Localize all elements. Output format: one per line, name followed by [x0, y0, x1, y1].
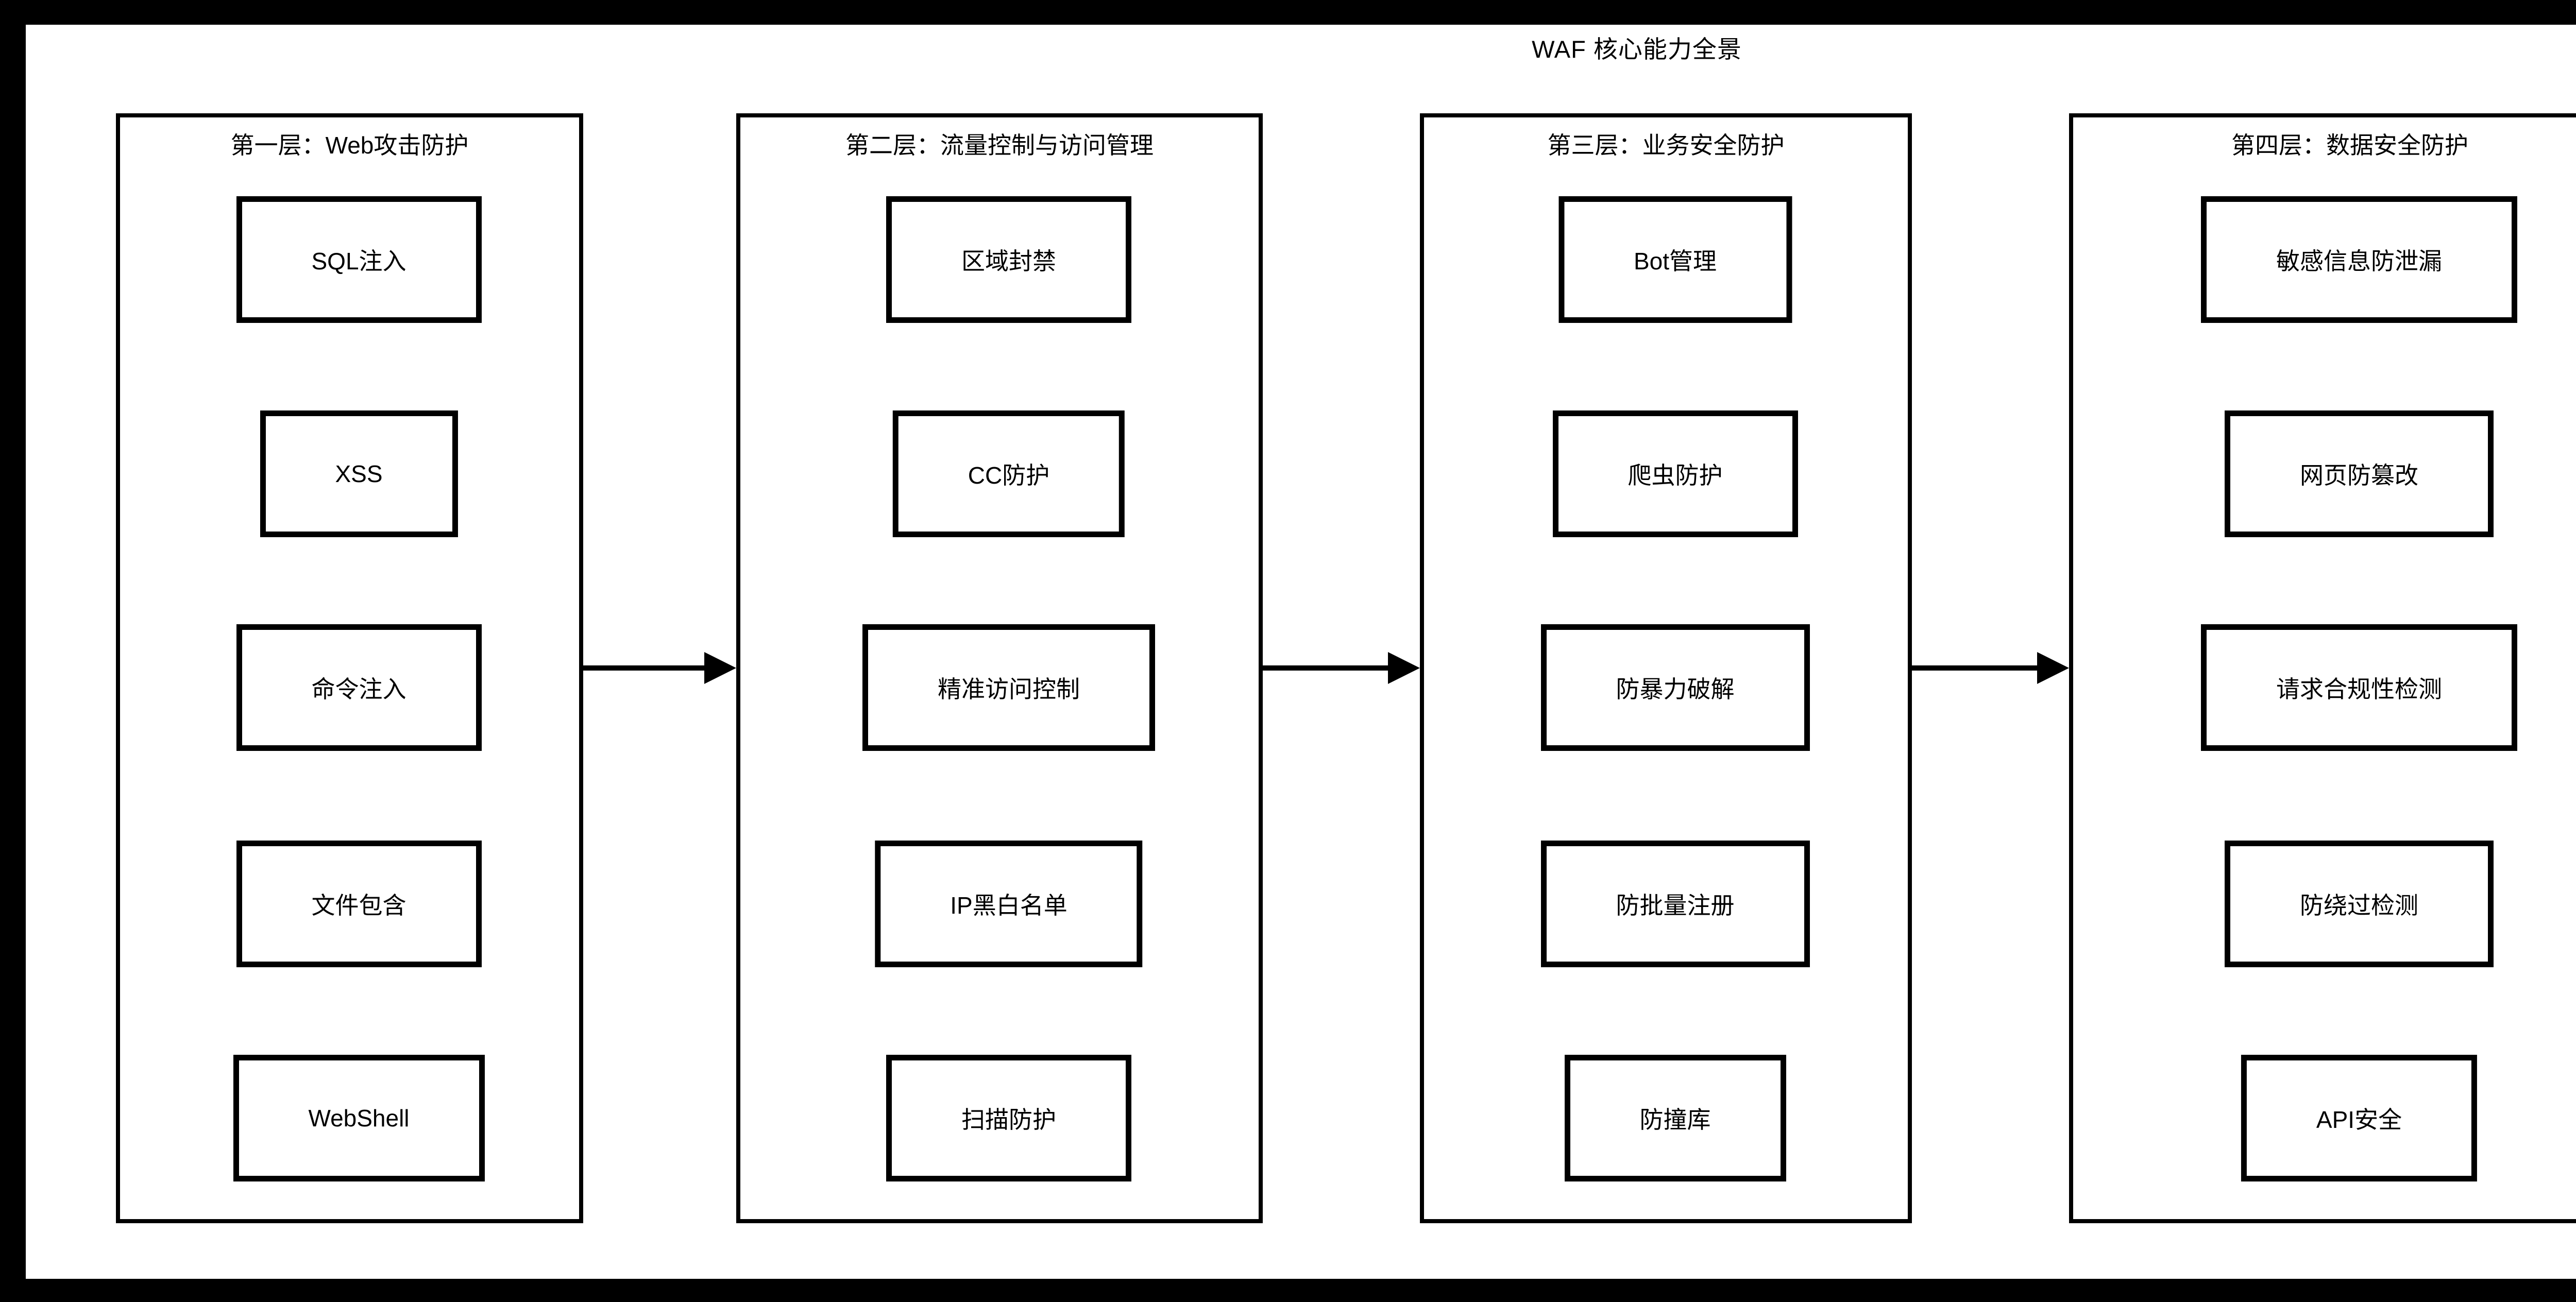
capability-box: Bot管理 [1558, 196, 1792, 323]
layer-title-3: 第三层：业务安全防护 [1547, 132, 1785, 159]
arrow-shaft [583, 665, 709, 671]
arrow-shaft [1263, 665, 1393, 671]
capability-box: 防撞库 [1564, 1055, 1786, 1181]
capability-box: API安全 [2241, 1055, 2478, 1181]
capability-box: 精准访问控制 [862, 624, 1155, 751]
layer-panel-2: 第二层：流量控制与访问管理区域封禁 CC防护精准访问控制 IP黑白名单扫描防护 [736, 113, 1263, 1223]
layer-title-2: 第二层：流量控制与访问管理 [845, 132, 1154, 159]
capability-box: 网页防篡改 [2225, 410, 2494, 537]
capability-box: XSS [260, 410, 458, 537]
capability-box: 命令注入 [236, 624, 482, 751]
layer-panel-4: 第四层：数据安全防护敏感信息防泄漏网页防篡改请求合规性检测防绕过检测 API安全 [2069, 113, 2576, 1223]
capability-box: 区域封禁 [886, 196, 1131, 323]
layer-title-1: 第一层：Web攻击防护 [230, 132, 469, 159]
capability-box: 扫描防护 [886, 1055, 1131, 1181]
layer-panel-3: 第三层：业务安全防护 Bot管理爬虫防护防暴力破解防批量注册防撞库 [1420, 113, 1912, 1223]
arrow-shaft [1912, 665, 2042, 671]
capability-box: 爬虫防护 [1552, 410, 1798, 537]
capability-box: IP黑白名单 [875, 841, 1143, 967]
arrow-head [704, 652, 736, 684]
capability-box: 防暴力破解 [1540, 624, 1810, 751]
arrow-head [1388, 652, 1420, 684]
layer-panel-1: 第一层：Web攻击防护 SQL注入 XSS 命令注入文件包含 WebShell [116, 113, 583, 1223]
arrow-head [2037, 652, 2069, 684]
capability-box: 防批量注册 [1540, 841, 1810, 967]
capability-box: 敏感信息防泄漏 [2201, 196, 2517, 323]
capability-box: 请求合规性检测 [2201, 624, 2517, 751]
capability-box: 文件包含 [236, 841, 482, 967]
capability-box: 防绕过检测 [2225, 841, 2494, 967]
capability-box: SQL注入 [236, 196, 482, 323]
capability-box: WebShell [233, 1055, 485, 1181]
capability-box: CC防护 [892, 410, 1125, 537]
layer-title-4: 第四层：数据安全防护 [2231, 132, 2468, 159]
diagram-title: WAF 核心能力全景 [1532, 36, 1742, 63]
